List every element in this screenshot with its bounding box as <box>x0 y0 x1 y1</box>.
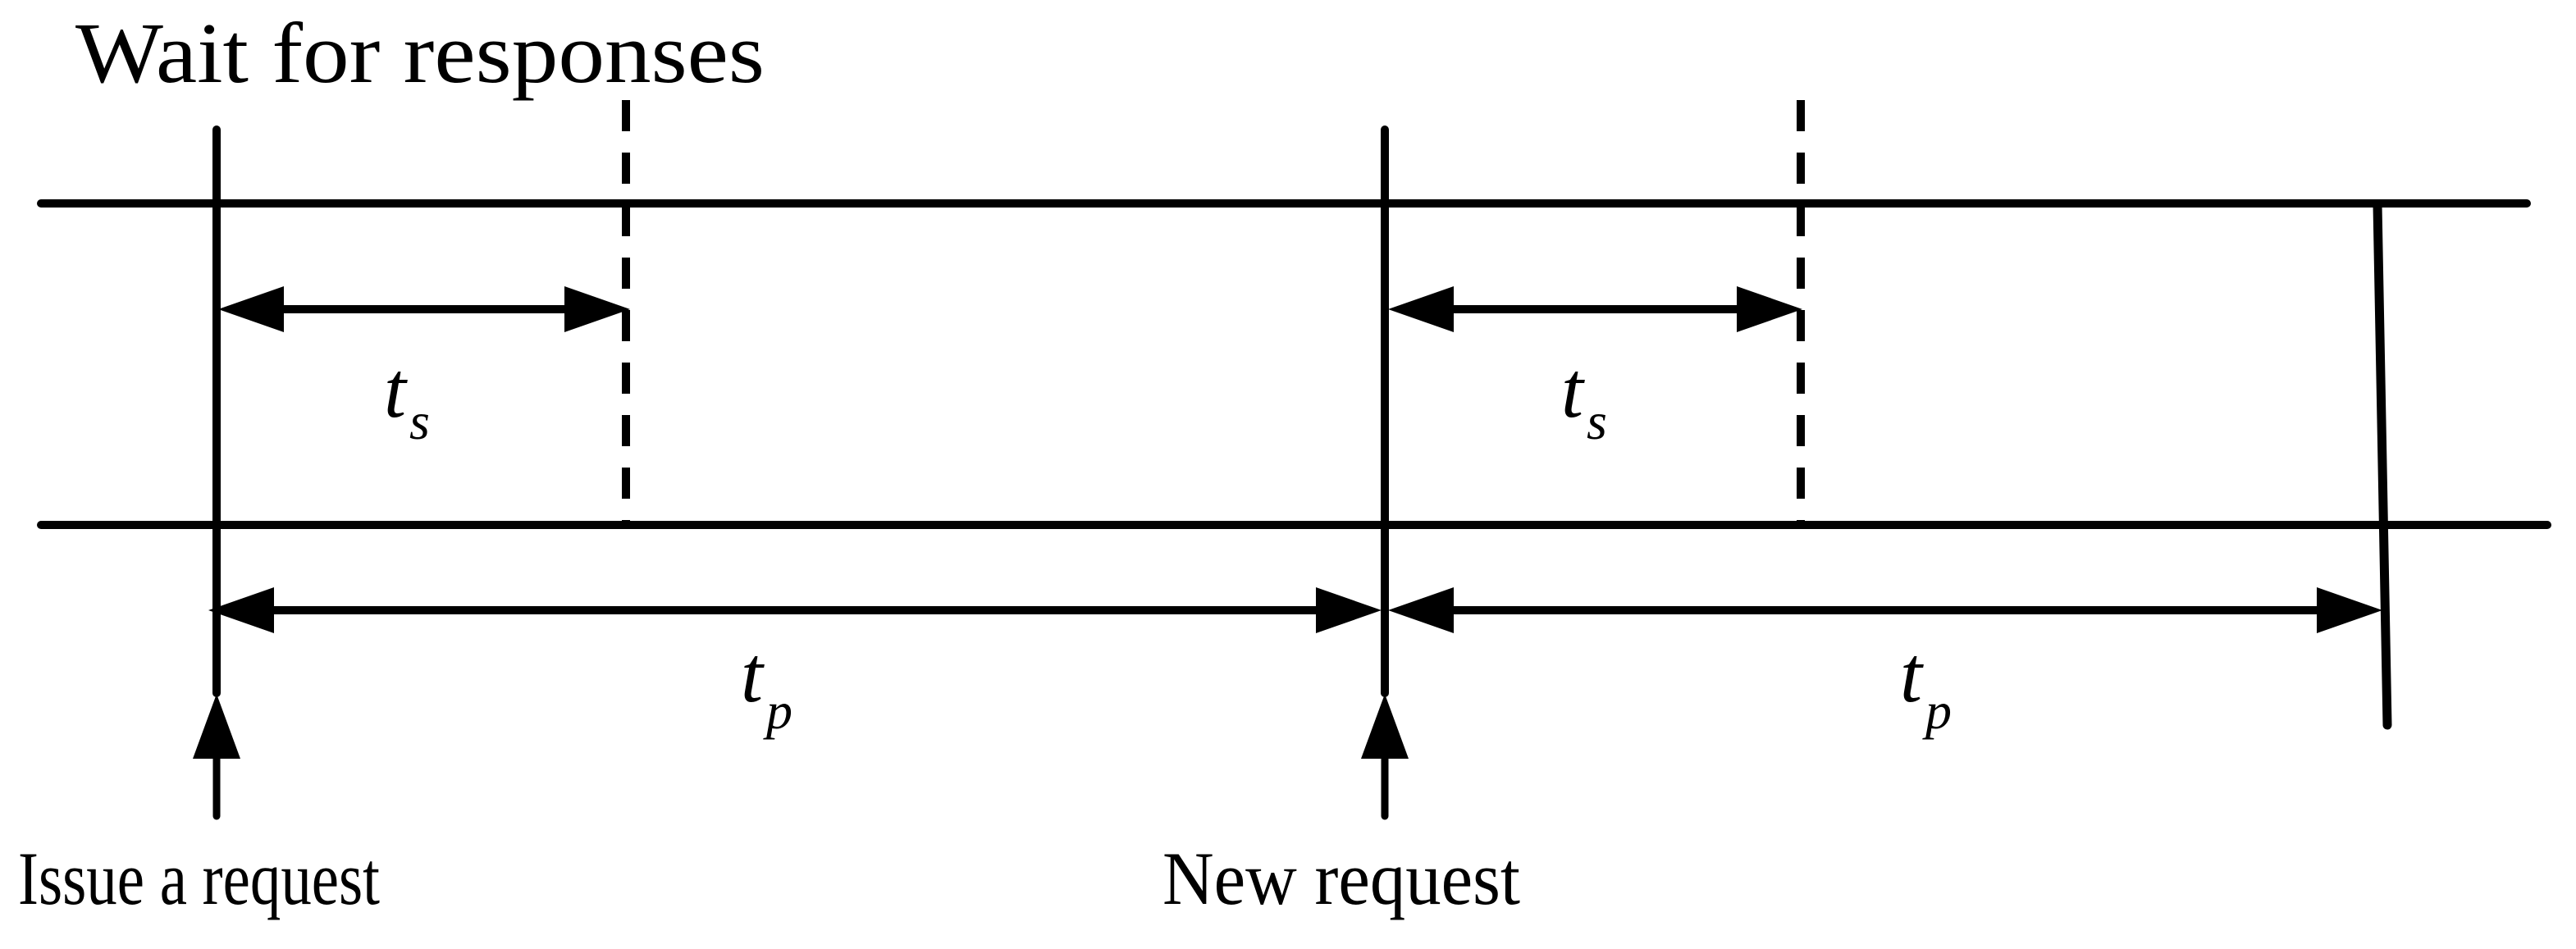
new-request-pointer <box>1361 694 1409 820</box>
ts-span-arrow-1 <box>218 286 630 332</box>
tp-label-1: tp <box>741 631 792 740</box>
tp-span-arrow-1 <box>208 587 1382 633</box>
ts-arrow-2-right-arrowhead-icon <box>1737 286 1802 332</box>
ts-label-1-base: t <box>384 346 408 434</box>
ts-arrow-2-left-arrowhead-icon <box>1388 286 1454 332</box>
tp-arrow-1-left-arrowhead-icon <box>208 587 274 633</box>
tp-label-1-base: t <box>741 631 765 719</box>
cycle-end-line <box>2373 200 2392 730</box>
ts-label-2-subscript: s <box>1587 392 1607 450</box>
tp-span-arrow-2 <box>1388 587 2382 633</box>
ts-span-arrow-2 <box>1388 286 1802 332</box>
issue-request-up-arrowhead-icon <box>193 694 240 759</box>
ts-label-1: ts <box>384 346 430 450</box>
wait-for-responses-label: Wait for responses <box>75 5 765 101</box>
ts-arrow-1-left-arrowhead-icon <box>218 286 284 332</box>
new-request-label: New request <box>1162 837 1520 920</box>
tp-label-2: tp <box>1900 631 1952 740</box>
issue-request-pointer <box>193 694 240 820</box>
ts-label-2-base: t <box>1561 346 1585 434</box>
ts-label-2: ts <box>1561 346 1607 450</box>
tp-label-1-subscript: p <box>763 682 792 740</box>
ts-label-1-subscript: s <box>409 392 430 450</box>
tp-label-2-base: t <box>1900 631 1924 719</box>
issue-a-request-label: Issue a request <box>18 837 380 920</box>
tp-arrow-1-right-arrowhead-icon <box>1316 587 1382 633</box>
tp-arrow-2-right-arrowhead-icon <box>2317 587 2382 633</box>
tp-arrow-2-left-arrowhead-icon <box>1388 587 1454 633</box>
ts-arrow-1-right-arrowhead-icon <box>564 286 630 332</box>
tp-label-2-subscript: p <box>1922 682 1952 740</box>
new-request-up-arrowhead-icon <box>1361 694 1409 759</box>
